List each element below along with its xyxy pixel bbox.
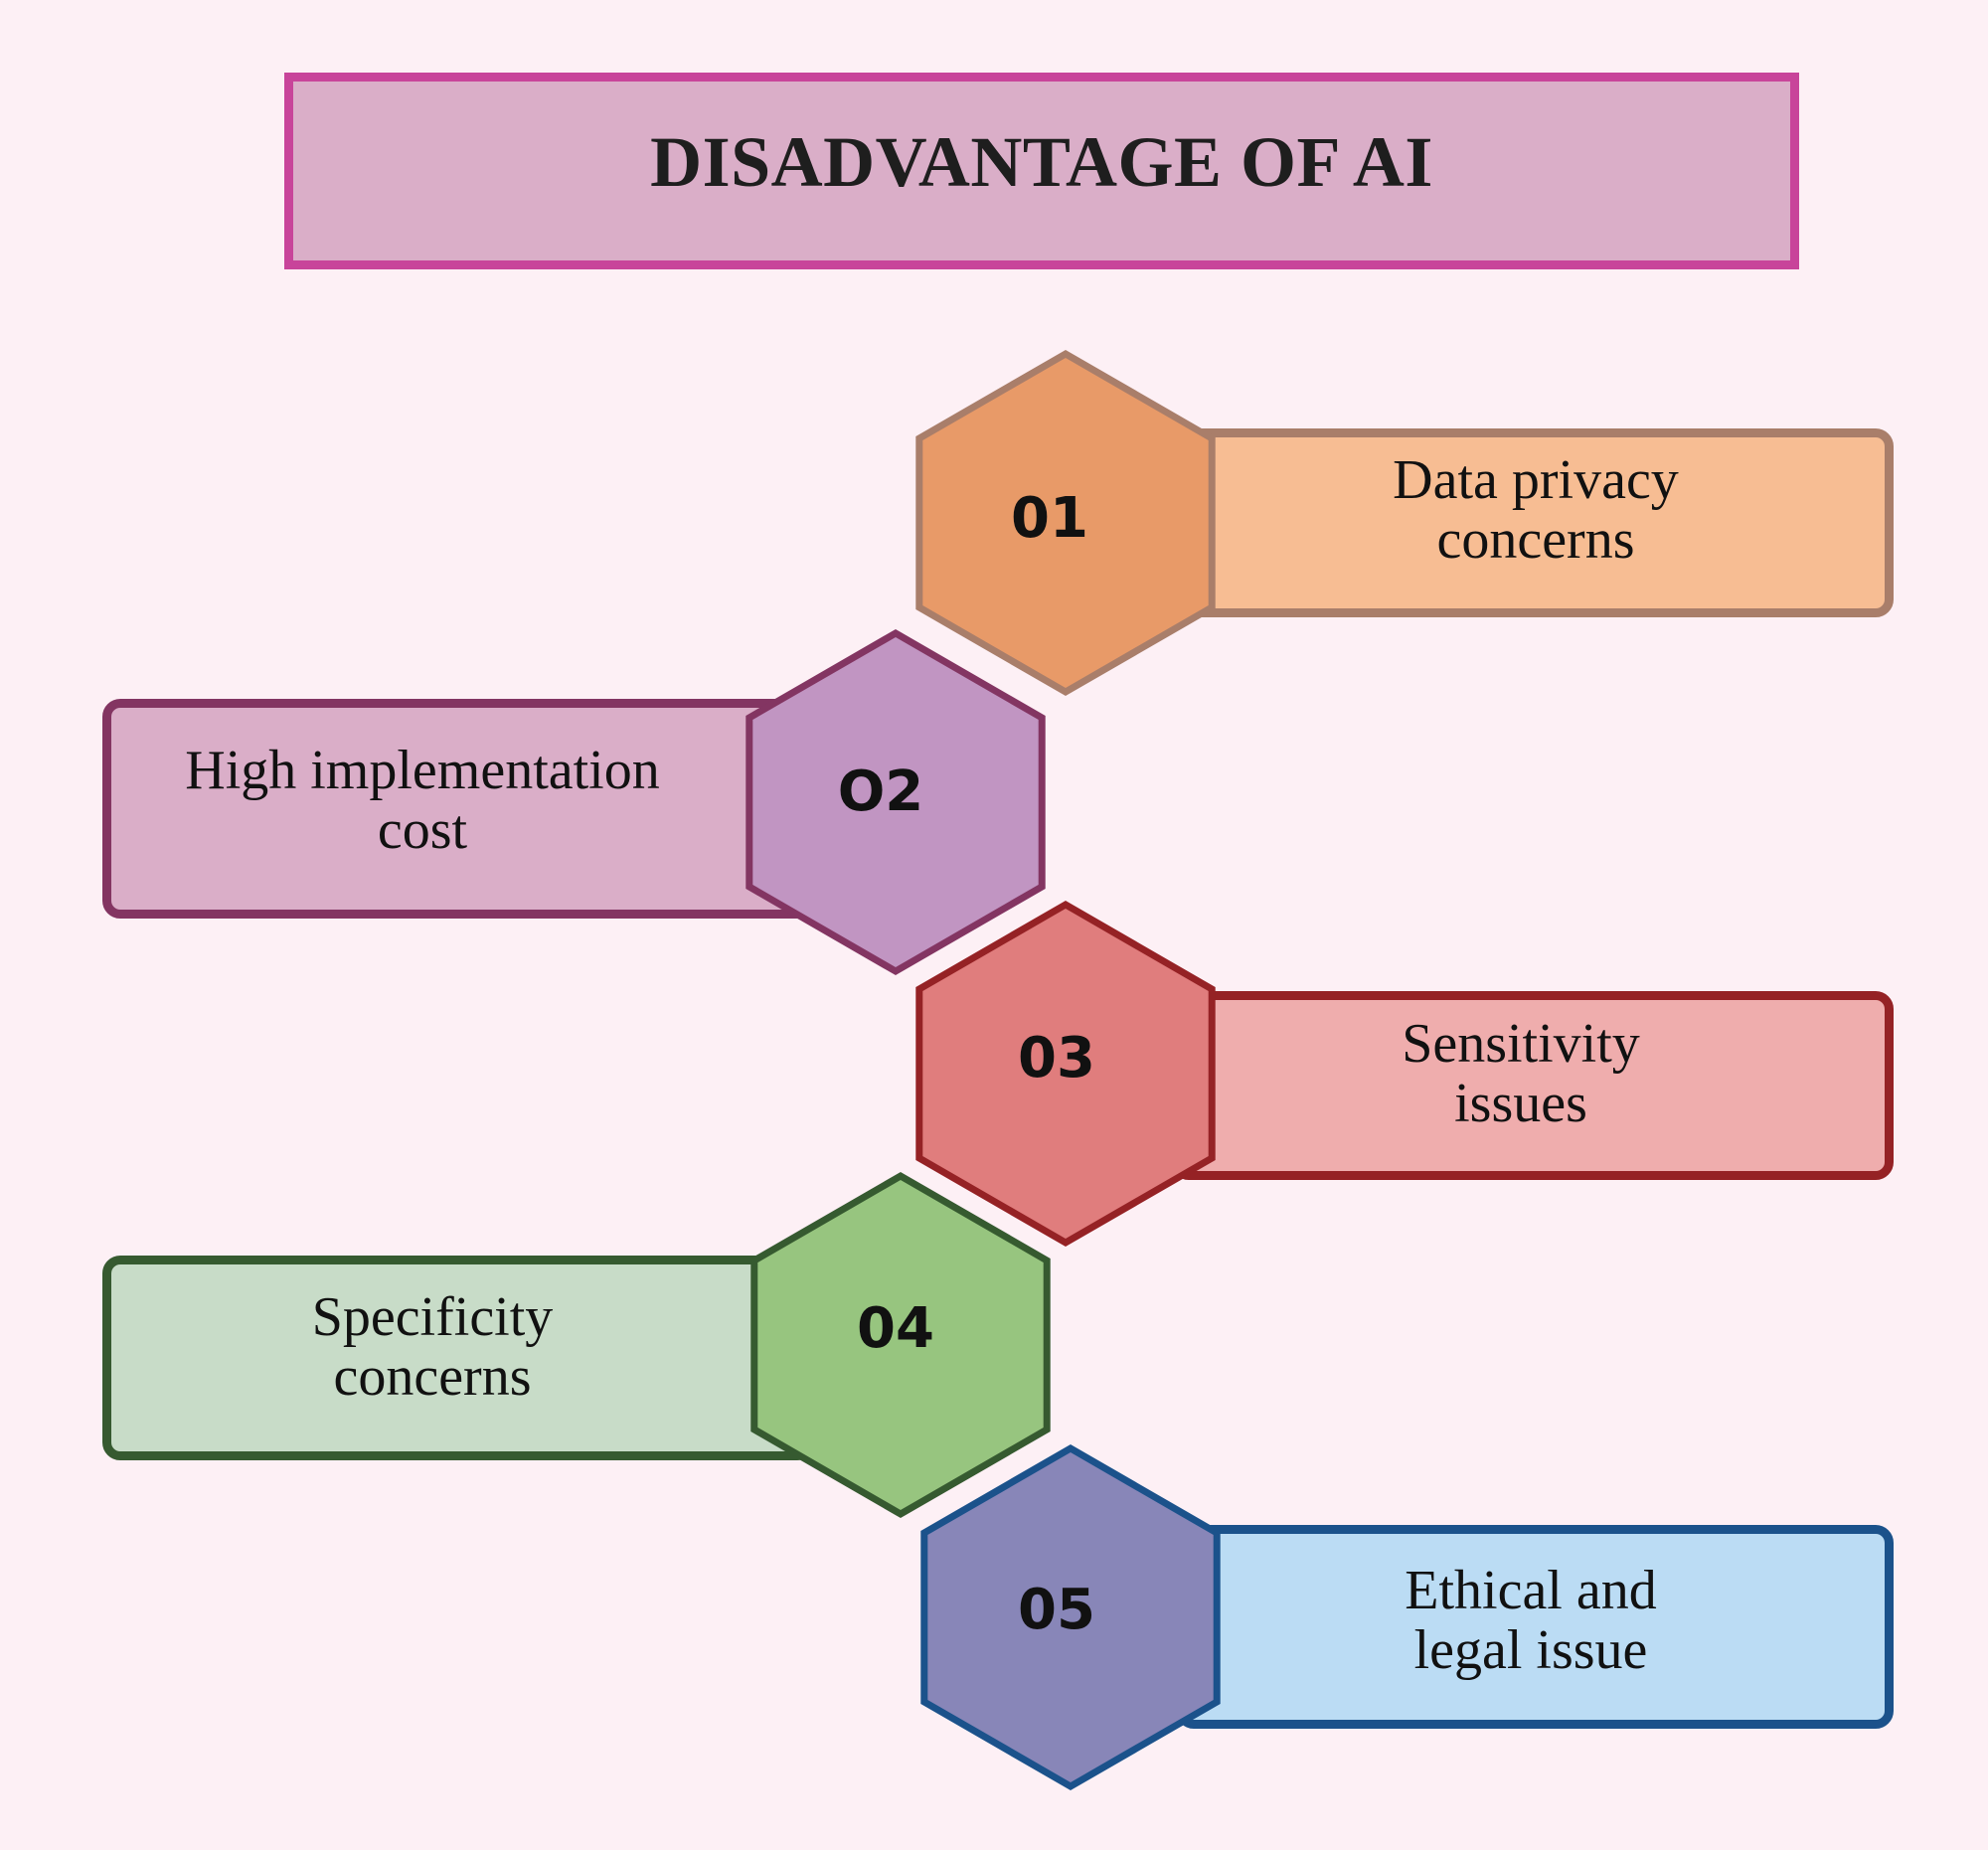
item-label-2-line-2: cost: [377, 799, 468, 861]
item-label-4-line-1: Specificity: [311, 1286, 554, 1348]
item-label-2: High implementation cost: [129, 736, 716, 865]
title-banner: DISADVANTAGE OF AI: [284, 73, 1799, 269]
item-box-2: [102, 699, 815, 919]
item-label-4-line-2: concerns: [333, 1346, 532, 1408]
item-label-1-line-2: concerns: [1436, 509, 1635, 571]
item-number-2: O2: [837, 759, 924, 824]
item-label-5-line-2: legal issue: [1413, 1619, 1648, 1681]
item-box-1: [1171, 428, 1894, 617]
item-label-3-line-1: Sensitivity: [1402, 1013, 1640, 1075]
item-label-5-line-1: Ethical and: [1405, 1560, 1657, 1621]
item-number-4: 04: [857, 1296, 934, 1361]
item-label-5: Ethical and legal issue: [1203, 1556, 1859, 1685]
item-label-4: Specificity concerns: [139, 1282, 726, 1412]
item-label-1-line-1: Data privacy: [1393, 449, 1679, 511]
item-number-5: 05: [1018, 1578, 1095, 1642]
item-label-2-line-1: High implementation: [185, 740, 660, 801]
diagram-title: DISADVANTAGE OF AI: [650, 121, 1433, 202]
item-label-3-line-2: issues: [1454, 1073, 1587, 1134]
item-label-1: Data privacy concerns: [1208, 445, 1864, 575]
item-number-3: 03: [1018, 1026, 1095, 1091]
item-label-3: Sensitivity issues: [1193, 1009, 1849, 1138]
item-number-1: 01: [1011, 486, 1088, 551]
